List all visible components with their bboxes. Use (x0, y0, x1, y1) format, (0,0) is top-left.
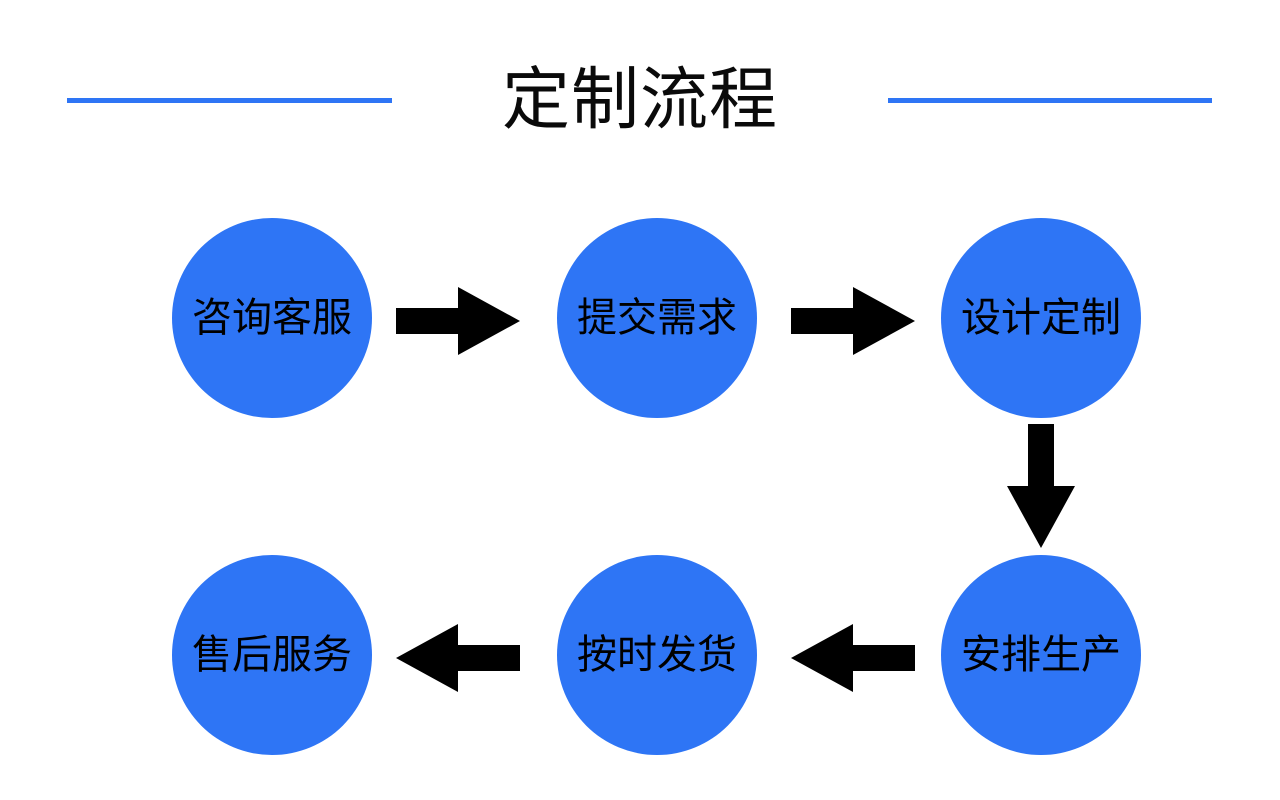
flow-node-4[interactable]: 安排生产 (941, 555, 1141, 755)
flow-node-5[interactable]: 按时发货 (557, 555, 757, 755)
flow-node-3[interactable]: 设计定制 (941, 218, 1141, 418)
flow-node-2-label: 提交需求 (577, 296, 737, 340)
arrow-right-node1-to-node2-icon (396, 287, 520, 355)
flow-node-4-label: 安排生产 (961, 633, 1121, 677)
flow-node-2[interactable]: 提交需求 (557, 218, 757, 418)
page-title: 定制流程 (501, 62, 778, 138)
decorative-rule-left-icon (67, 98, 392, 103)
flow-node-3-label: 设计定制 (961, 296, 1121, 340)
slide-header: 定制流程 (0, 55, 1280, 150)
flow-node-5-label: 按时发货 (577, 633, 737, 677)
flow-node-6[interactable]: 售后服务 (172, 555, 372, 755)
decorative-rule-right-icon (888, 98, 1212, 103)
flow-node-6-label: 售后服务 (192, 633, 352, 677)
arrow-right-node2-to-node3-icon (791, 287, 915, 355)
arrow-down-node3-to-node4-icon (1007, 424, 1075, 548)
flow-node-1-label: 咨询客服 (192, 296, 352, 340)
arrow-left-node5-to-node6-icon (396, 624, 520, 692)
arrow-left-node4-to-node5-icon (791, 624, 915, 692)
flow-node-1[interactable]: 咨询客服 (172, 218, 372, 418)
